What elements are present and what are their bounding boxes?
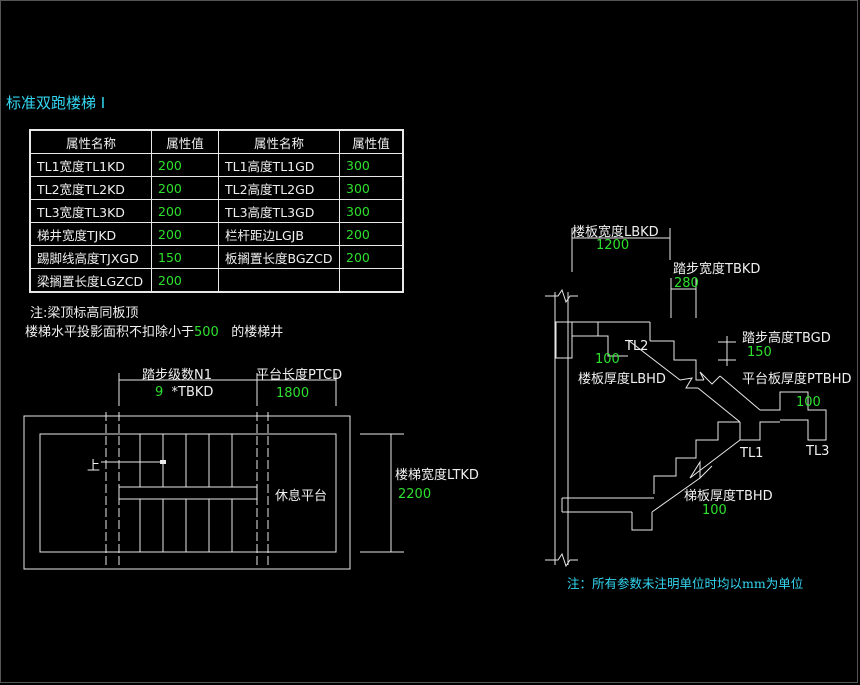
section-slab-thickness-label: 楼板厚度LBHD: [578, 372, 666, 387]
section-platform-thickness-value[interactable]: 100: [796, 395, 821, 410]
section-slab-width-label: 楼板宽度LBKD: [572, 225, 659, 240]
table-row: TL3宽度TL3KD 200 TL3高度TL3GD 300: [29, 199, 404, 223]
property-name: TL2宽度TL2KD: [29, 176, 152, 200]
section-slab-width-value[interactable]: 1200: [596, 238, 630, 253]
property-name: TL2高度TL2GD: [218, 176, 340, 200]
section-tread-height-label: 踏步高度TBGD: [742, 331, 831, 346]
table-row: TL2宽度TL2KD 200 TL2高度TL2GD 300: [29, 176, 404, 200]
note-stair-well-suffix: 的楼梯井: [231, 325, 284, 340]
property-name: TL3宽度TL3KD: [29, 199, 152, 223]
table-row: 踢脚线高度TJXGD 150 板搁置长度BGZCD 200: [29, 245, 404, 269]
property-value[interactable]: 300: [339, 153, 404, 177]
footer-unit-note: 注：所有参数未注明单位时均以mm为单位: [567, 576, 804, 591]
property-name: 栏杆距边LGJB: [218, 222, 340, 246]
section-beam-tl-left: [555, 321, 573, 359]
table-row: 梁搁置长度LGZCD 200: [29, 268, 404, 293]
property-name: 梁搁置长度LGZCD: [29, 268, 152, 293]
property-name: [218, 268, 340, 293]
section-tl2-label: TL2: [625, 339, 649, 354]
section-stair-slab-thickness-label: 梯板厚度TBHD: [684, 489, 773, 504]
note-stair-well-prefix: 楼梯水平投影面积不扣除小于: [25, 325, 195, 340]
property-value[interactable]: 200: [151, 176, 219, 200]
property-name: TL3高度TL3GD: [218, 199, 340, 223]
section-tread-height-value[interactable]: 150: [747, 345, 772, 360]
section-platform-thickness-label: 平台板厚度PTBHD: [742, 372, 852, 387]
property-value[interactable]: 200: [151, 222, 219, 246]
drawing-title: 标准双跑楼梯 I: [6, 94, 106, 112]
plan-rest-platform-label: 休息平台: [275, 489, 328, 504]
property-value[interactable]: 150: [151, 245, 219, 269]
plan-outer-wall: [23, 415, 351, 570]
plan-step-count: 9 *TBKD: [155, 385, 213, 400]
plan-platform-length-value[interactable]: 1800: [276, 386, 310, 401]
plan-inner-wall: [39, 433, 337, 553]
section-stair-slab-thickness-value[interactable]: 100: [702, 503, 727, 518]
section-tl1-label: TL1: [740, 446, 764, 461]
section-tread-width-value[interactable]: 280: [674, 276, 699, 291]
property-value[interactable]: [339, 268, 404, 293]
plan-stair-width-label: 楼梯宽度LTKD: [395, 468, 479, 483]
section-tread-width-label: 踏步宽度TBKD: [673, 262, 761, 277]
note-stair-well: 楼梯水平投影面积不扣除小于500 的楼梯井: [25, 321, 283, 340]
property-value[interactable]: 200: [151, 268, 219, 293]
property-value[interactable]: 300: [339, 199, 404, 223]
plan-platform-length-label: 平台长度PTCD: [256, 368, 343, 383]
up-arrow-head-icon: [160, 460, 166, 464]
plan-step-count-value[interactable]: 9: [155, 385, 164, 400]
property-table: 属性名称 属性值 属性名称 属性值 TL1宽度TL1KD 200 TL1高度TL…: [29, 129, 404, 293]
plan-stair-width-value[interactable]: 2200: [398, 487, 432, 502]
table-row: TL1宽度TL1KD 200 TL1高度TL1GD 300: [29, 153, 404, 177]
property-name: 梯井宽度TJKD: [29, 222, 152, 246]
header-name-2: 属性名称: [218, 129, 340, 154]
plan-step-count-suffix: *TBKD: [171, 385, 214, 400]
section-tl3-label: TL3: [806, 444, 830, 459]
note-beam-top: 注:梁顶标高同板顶: [30, 306, 139, 321]
plan-stair-well: [118, 486, 258, 500]
note-stair-well-value[interactable]: 500: [194, 325, 219, 340]
plan-up-label: 上: [87, 459, 101, 474]
property-name: 踢脚线高度TJXGD: [29, 245, 152, 269]
property-value[interactable]: 200: [339, 245, 404, 269]
property-name: 板搁置长度BGZCD: [218, 245, 340, 269]
plan-step-count-label: 踏步级数N1: [142, 368, 212, 383]
property-value[interactable]: 200: [151, 153, 219, 177]
section-slab-thickness-value[interactable]: 100: [595, 352, 620, 367]
